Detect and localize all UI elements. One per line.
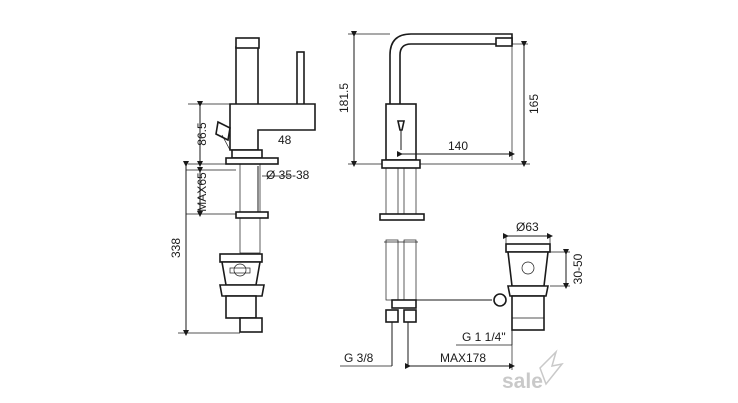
dim-max-deck: MAX65 — [195, 172, 209, 212]
dim-supply-thread: G 3/8 — [344, 351, 374, 365]
mixer-body — [229, 103, 316, 151]
front-popup-knob — [397, 120, 405, 131]
drain-flange — [219, 253, 263, 263]
watermark-text: sale — [502, 370, 543, 393]
dim-drain-thread: G 1 1/4" — [462, 330, 506, 344]
hose-left-lower — [239, 217, 261, 254]
dim-total-height: 338 — [169, 238, 183, 258]
counter-top — [225, 157, 279, 165]
dim-hole-diameter: Ø 35-38 — [266, 168, 310, 182]
drain-body-upper — [221, 261, 261, 286]
right-drain-flange — [505, 243, 551, 253]
spout-column — [235, 46, 259, 106]
dim-drain-diameter: Ø63 — [516, 220, 539, 234]
spout-tip — [235, 37, 260, 49]
dim-outlet-height: 165 — [527, 94, 541, 114]
front-view — [340, 31, 570, 370]
watermark: sale — [502, 349, 564, 393]
front-base — [381, 159, 421, 169]
dim-body-height: 86.5 — [195, 122, 209, 146]
dim-max-rod: MAX178 — [440, 351, 486, 365]
base-plate — [231, 149, 263, 159]
lock-nut — [235, 211, 269, 219]
aerator — [495, 37, 513, 47]
watermark-logo-icon — [539, 349, 564, 386]
spout-arc — [389, 33, 513, 104]
popup-knob — [215, 120, 231, 142]
dim-reach: 140 — [448, 139, 468, 153]
hose-left — [239, 163, 261, 215]
drain-body-mid — [219, 284, 265, 297]
dim-spout-height: 181.5 — [337, 83, 351, 113]
dim-drain-range: 30-50 — [571, 253, 585, 284]
side-view — [178, 37, 316, 336]
dim-lever-offset: 48 — [278, 133, 292, 147]
drain-tail — [225, 295, 257, 319]
drain-nut — [239, 317, 263, 333]
